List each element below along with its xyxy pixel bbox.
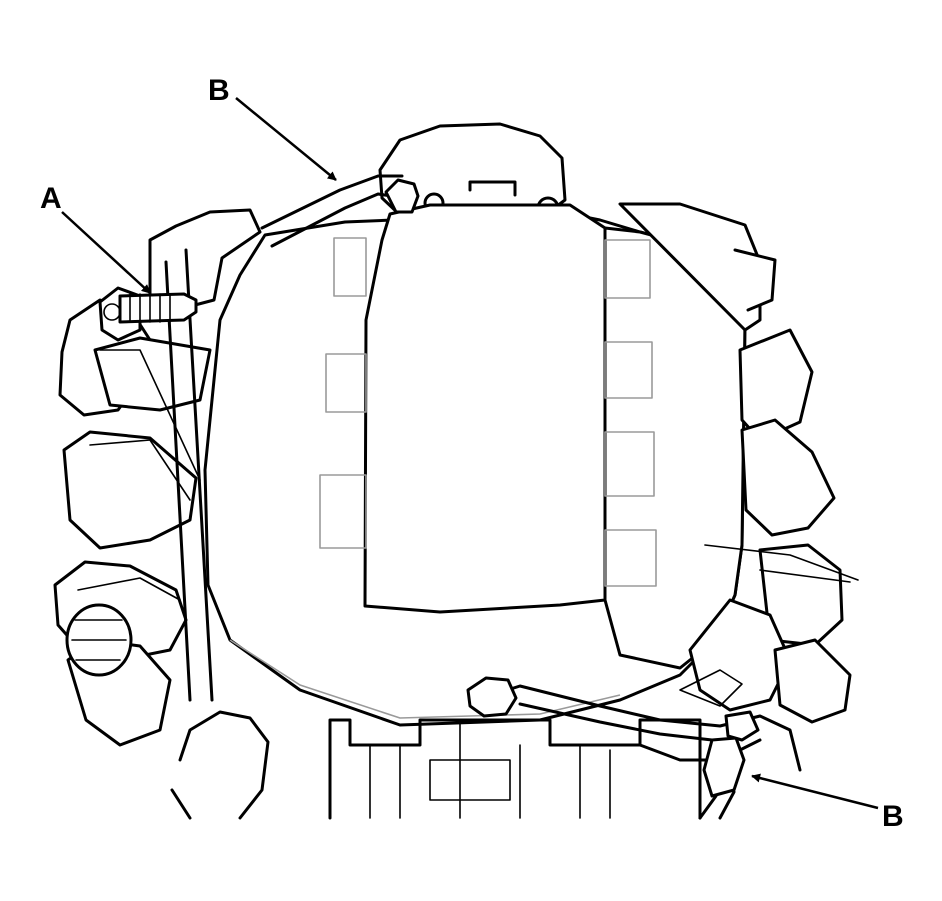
callout-label-b-bottom: B <box>882 800 904 833</box>
callout-arrow-a <box>61 211 151 294</box>
intake-plenum <box>363 203 747 670</box>
callout-label-a: A <box>40 182 62 215</box>
callout-arrow-b-top <box>235 97 337 181</box>
oil-filler-cap <box>65 603 133 677</box>
breather-hose-bottom <box>466 676 802 820</box>
mounting-stud <box>98 286 198 342</box>
engine-block-lower <box>170 710 762 820</box>
runner-ports <box>319 237 657 587</box>
right-intake-runners <box>618 202 859 724</box>
breather-hose-top <box>260 174 420 248</box>
callouts: A B B <box>40 74 904 833</box>
callout-arrow-b-bottom <box>751 773 879 810</box>
callout-label-b-top: B <box>208 74 230 107</box>
